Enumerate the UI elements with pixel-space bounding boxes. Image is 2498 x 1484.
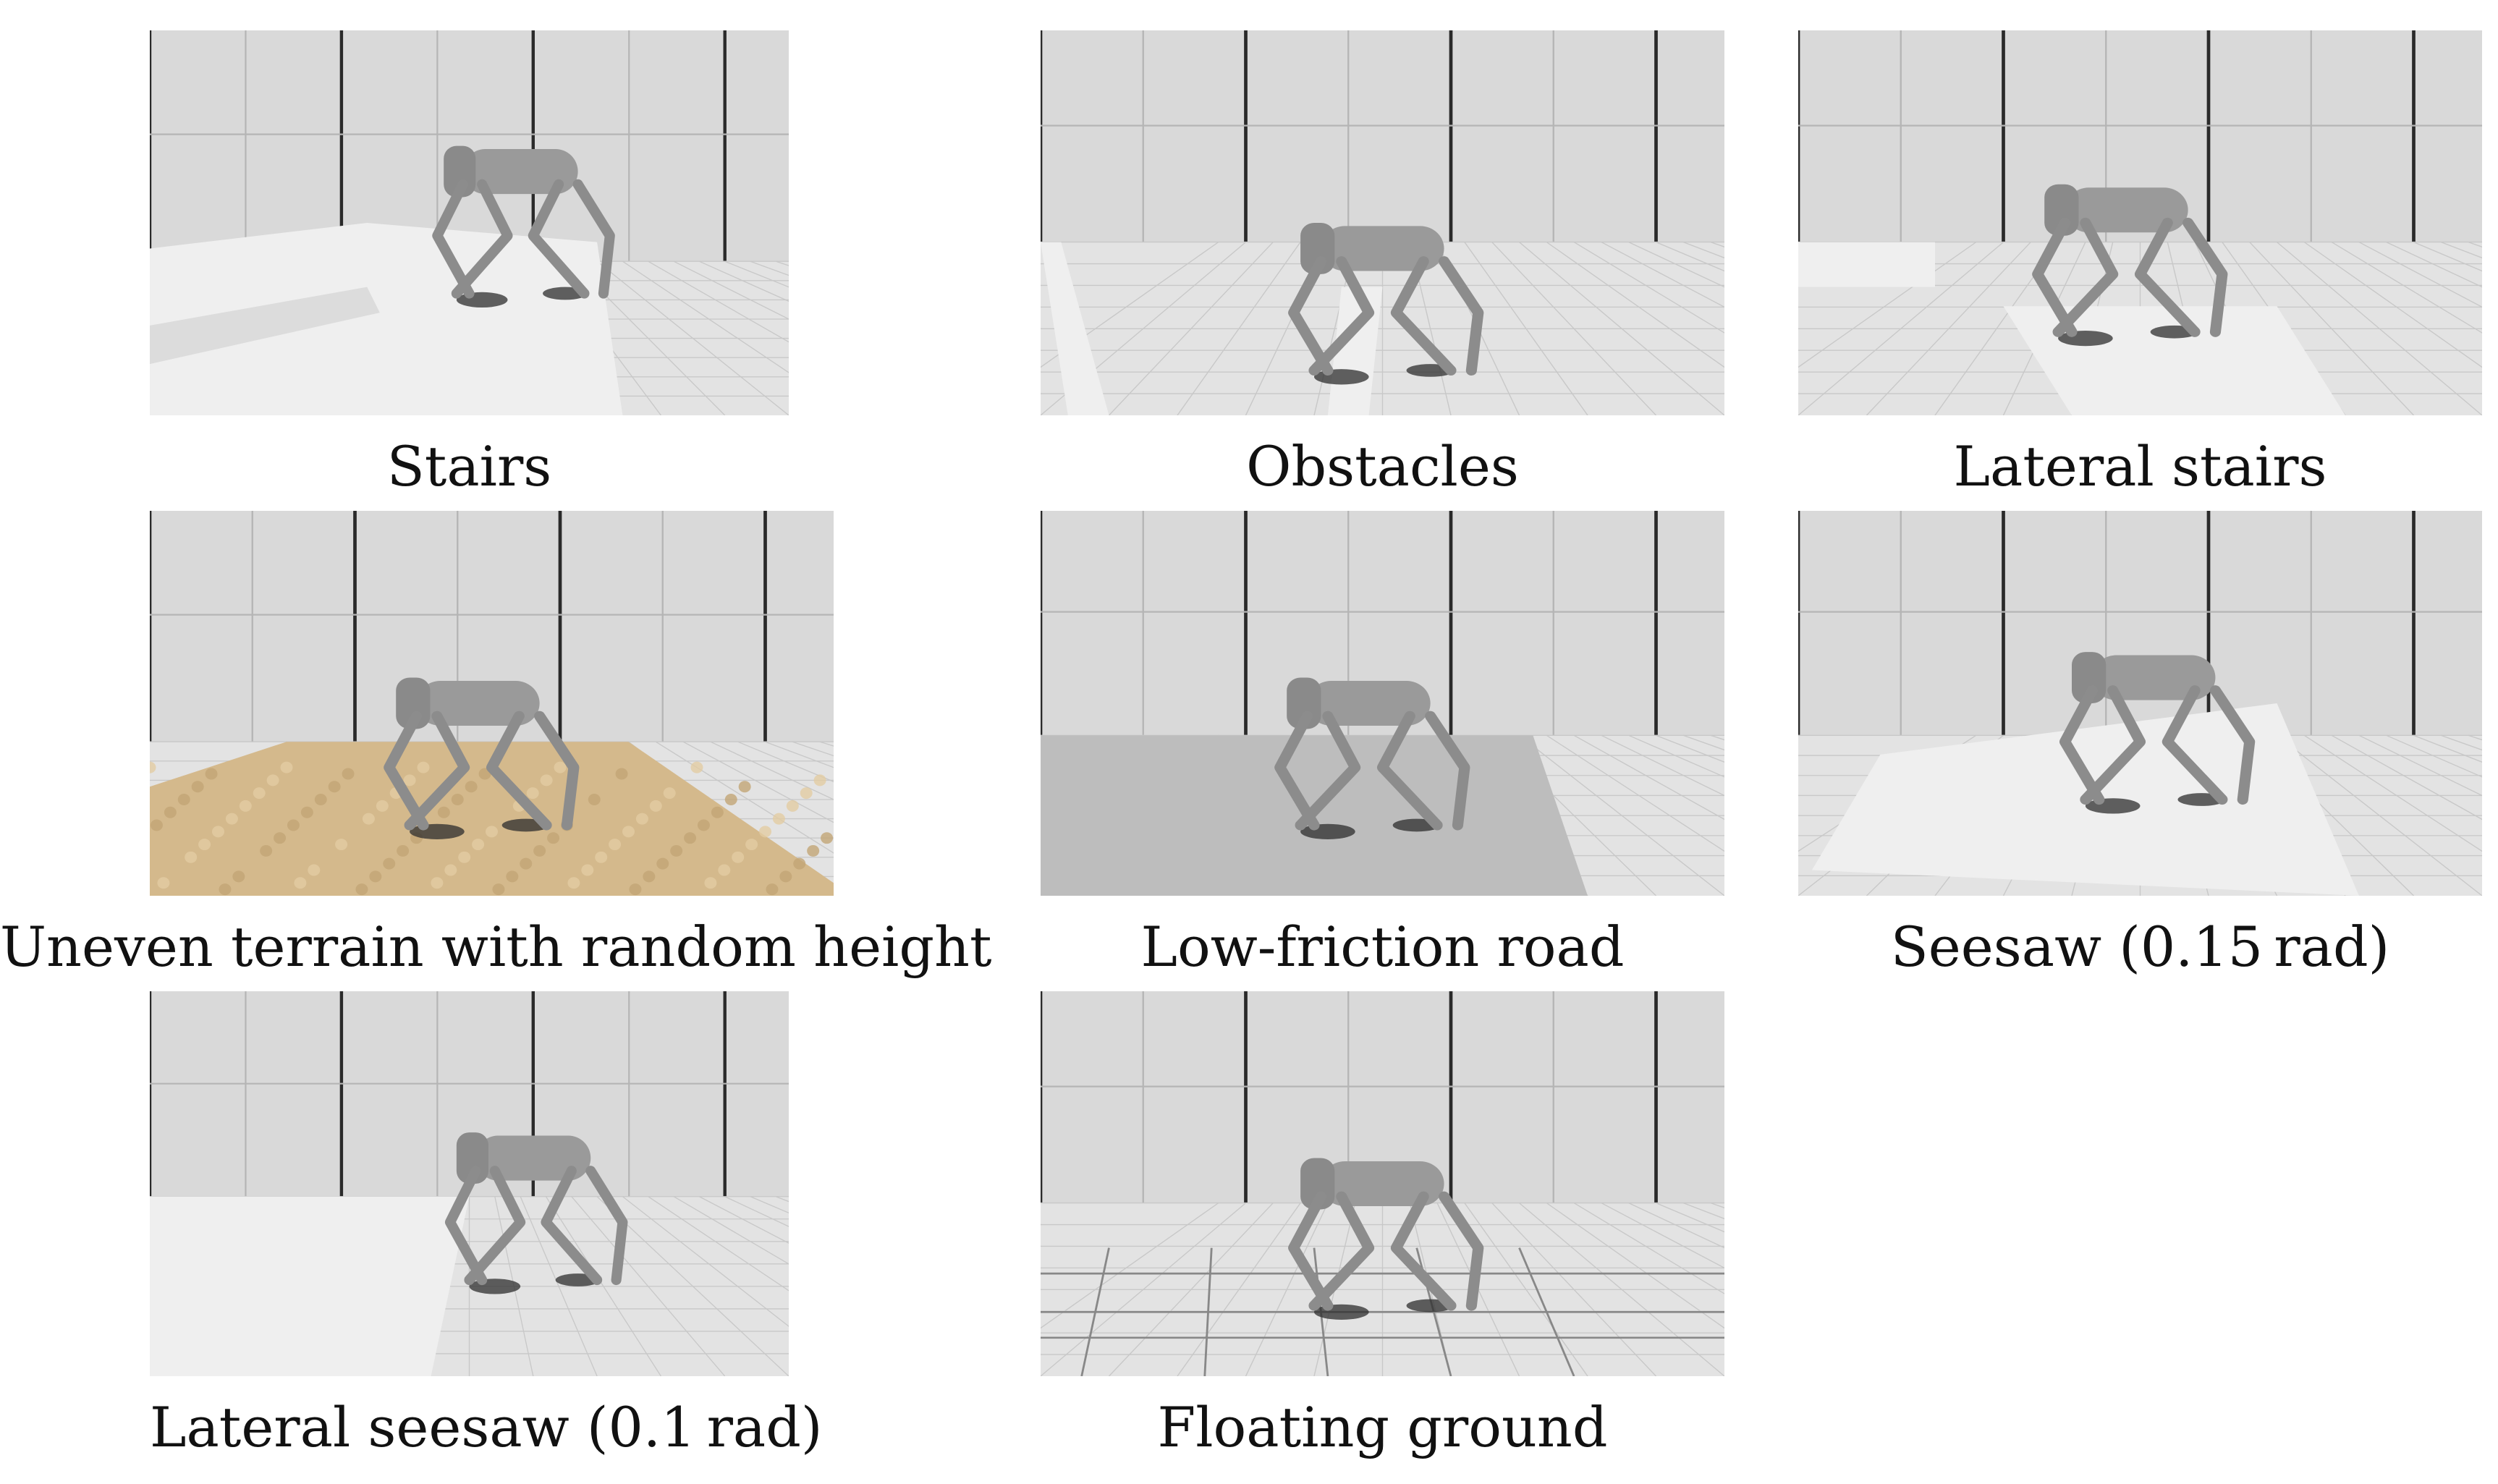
scene-obstacles-image	[1041, 30, 1724, 415]
scene-uneven-terrain-image	[150, 511, 834, 896]
caption-floating-ground: Floating ground	[1157, 1395, 1608, 1459]
robot-figure	[444, 1132, 628, 1294]
caption-uneven-terrain: Uneven terrain with random height	[0, 915, 992, 979]
panel-stairs	[150, 30, 789, 415]
scene-lateral-stairs-image	[1798, 30, 2482, 415]
robot-figure	[1288, 223, 1484, 385]
robot-figure	[432, 145, 615, 308]
panel-lateral-seesaw	[150, 991, 789, 1376]
scene-lateral-seesaw-image	[150, 991, 789, 1376]
panel-lateral-stairs	[1798, 30, 2482, 415]
scene-floating-ground-image	[1041, 991, 1724, 1376]
panel-low-friction	[1041, 511, 1724, 896]
scene-seesaw-image	[1798, 511, 2482, 896]
robot-figure	[2032, 184, 2228, 347]
panel-seesaw	[1798, 511, 2482, 896]
panel-uneven-terrain	[150, 511, 834, 896]
robot-figure	[1288, 1158, 1484, 1320]
caption-low-friction: Low-friction road	[1140, 915, 1625, 979]
scene-stairs-image	[150, 30, 789, 415]
caption-seesaw: Seesaw (0.15 rad)	[1890, 915, 2390, 979]
scene-low-friction-image	[1041, 511, 1724, 896]
caption-obstacles: Obstacles	[1246, 434, 1519, 499]
caption-lateral-stairs: Lateral stairs	[1953, 434, 2327, 499]
robot-figure	[1274, 677, 1470, 839]
robot-figure	[384, 677, 580, 839]
robot-figure	[2059, 652, 2256, 814]
caption-lateral-seesaw: Lateral seesaw (0.1 rad)	[150, 1395, 823, 1459]
panel-floating-ground	[1041, 991, 1724, 1376]
caption-stairs: Stairs	[386, 434, 552, 499]
panel-obstacles	[1041, 30, 1724, 415]
